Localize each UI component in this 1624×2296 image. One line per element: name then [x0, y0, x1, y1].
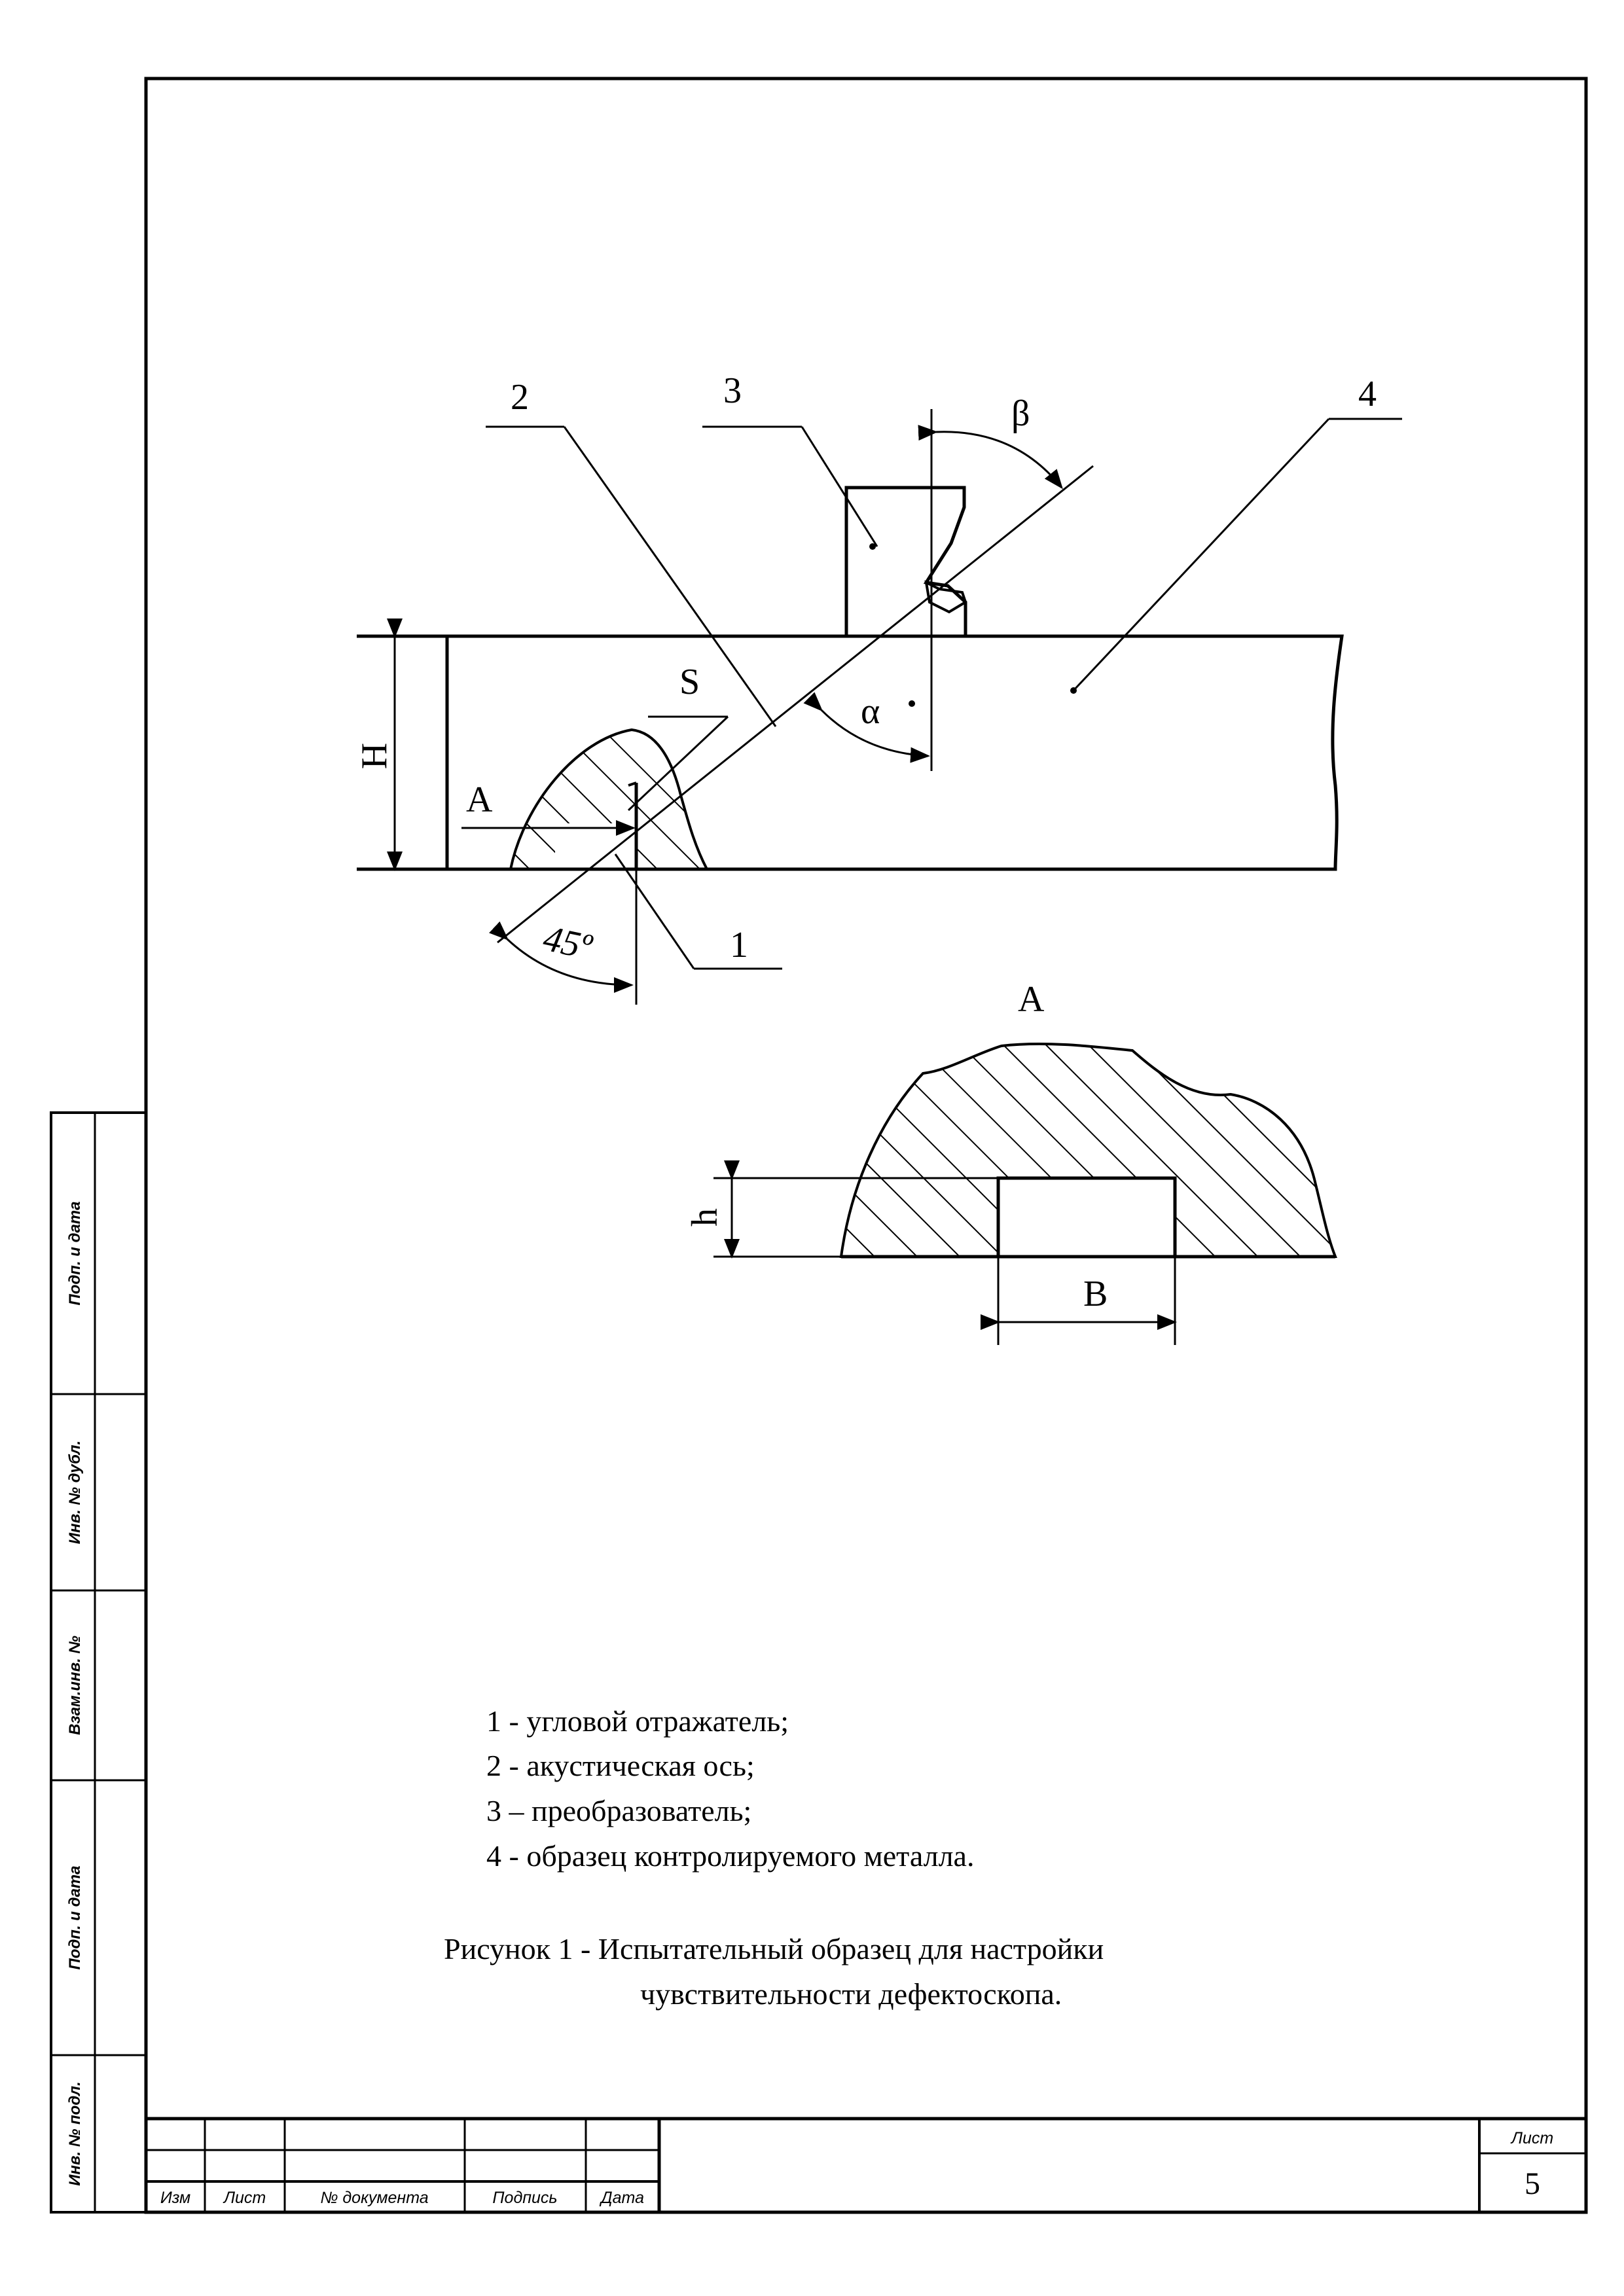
legend-item-3: 3 – преобразователь;	[486, 1794, 751, 1827]
detail-notch	[996, 1176, 1177, 1259]
legend-item-1: 1 - угловой отражатель;	[486, 1704, 789, 1738]
side-label-replace-inv: Взам.инв. №	[66, 1636, 84, 1735]
title-block-header-doc-no: № документа	[320, 2189, 428, 2207]
detail-title: A	[1018, 979, 1045, 1020]
b-label: B	[1083, 1274, 1108, 1314]
a-view-label: A	[466, 780, 493, 820]
alpha-label: α	[861, 691, 880, 732]
title-block	[146, 2117, 1586, 2212]
figure-caption-line-1: Рисунок 1 - Испытательный образец для на…	[444, 1932, 1104, 1965]
side-label-sign-date-2: Подп. и дата	[66, 1866, 84, 1970]
legend-item-2: 2 - акустическая ось;	[486, 1749, 755, 1782]
h-total-label: H	[354, 743, 395, 769]
beta-label: β	[1011, 393, 1030, 434]
callout-4: 4	[1358, 374, 1377, 414]
figure-caption-line-2: чувствительности дефектоскопа.	[640, 1977, 1062, 2011]
legend: 1 - угловой отражатель; 2 - акустическая…	[486, 1704, 974, 1873]
side-label-sign-date-1: Подп. и дата	[66, 1202, 84, 1306]
side-label-orig-inv: Инв. № подл.	[66, 2081, 84, 2186]
title-block-header-sheet: Лист	[223, 2189, 266, 2207]
sheet-number: 5	[1525, 2166, 1540, 2201]
transducer	[844, 486, 967, 636]
sheet-label: Лист	[1510, 2129, 1553, 2147]
s-label: S	[679, 662, 700, 702]
callout-1: 1	[730, 925, 748, 965]
h-notch-label: h	[685, 1208, 725, 1227]
detail-hatch-region	[839, 1043, 1337, 1258]
title-block-header-change: Изм	[160, 2189, 190, 2207]
callout-3: 3	[723, 370, 742, 411]
legend-item-4: 4 - образец контролируемого металла.	[486, 1839, 974, 1873]
detail-view-a	[713, 1043, 1337, 1345]
angle-45-label: 45º	[540, 918, 596, 968]
acoustic-axis	[497, 465, 1094, 944]
side-strip: Подп. и дата Инв. № дубл. Взам.инв. № По…	[50, 1111, 147, 2214]
specimen-plate	[445, 634, 1344, 871]
title-block-header-date: Дата	[599, 2189, 644, 2207]
callout-2: 2	[511, 377, 529, 418]
title-block-header-signature: Подпись	[492, 2189, 557, 2207]
side-label-dup-inv: Инв. № дубл.	[66, 1441, 84, 1544]
specimen-drawing	[357, 409, 1402, 1005]
